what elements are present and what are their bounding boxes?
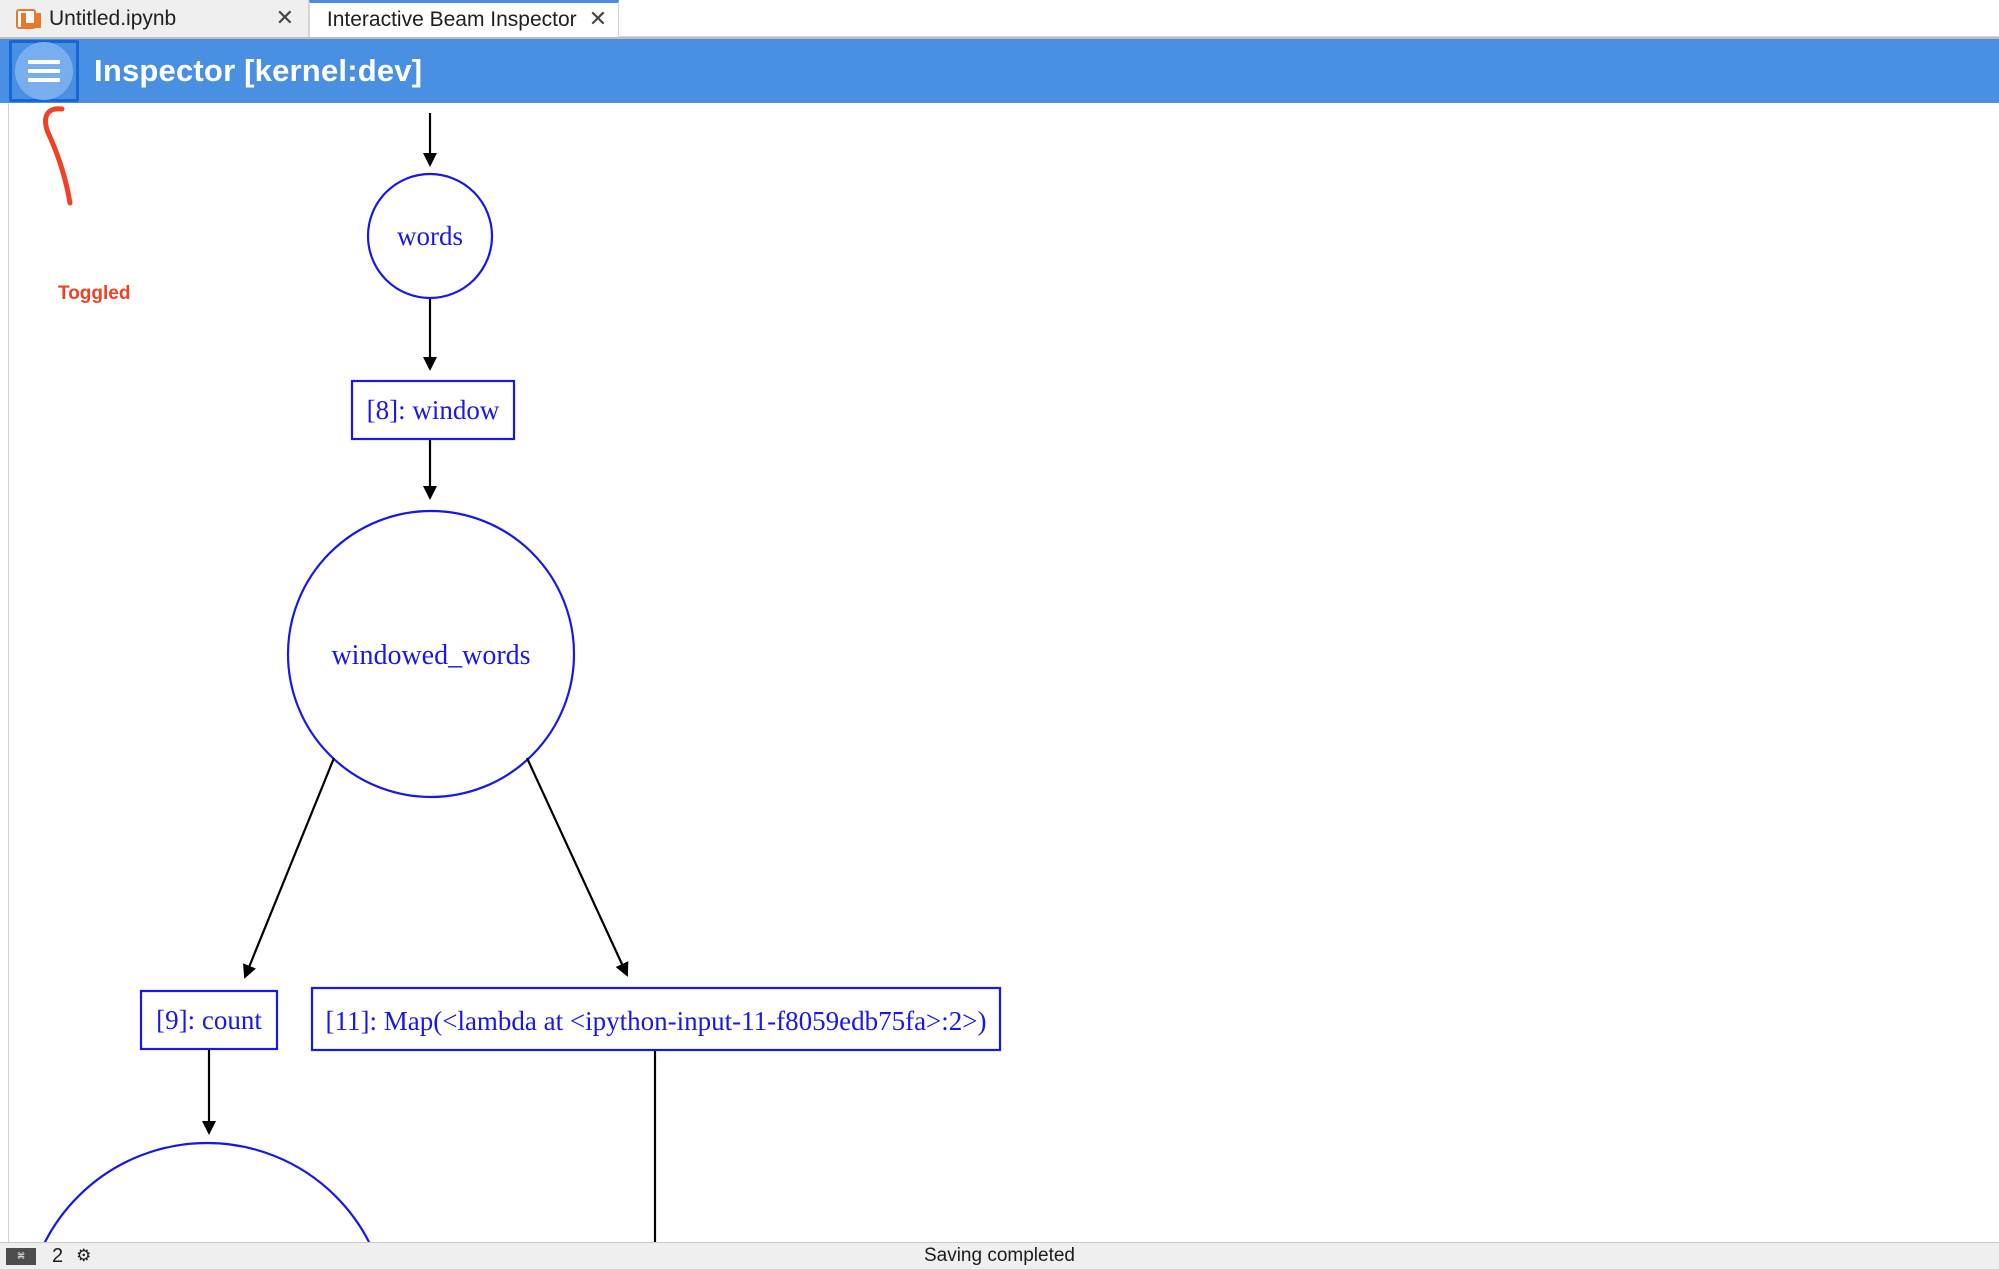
tab-label: Interactive Beam Inspector [326, 8, 577, 31]
hamburger-icon [28, 60, 60, 82]
pipeline-graph: words [8]: window windowed_words [9]: co… [43, 113, 1002, 1242]
node-window-label: [8]: window [367, 395, 500, 425]
notebook-icon [16, 8, 41, 29]
node-map-lambda [310, 986, 1002, 1052]
close-icon[interactable]: ✕ [275, 5, 294, 31]
status-message: Saving completed [923, 1245, 1076, 1266]
kernel-count: 2 [52, 1244, 64, 1267]
tab-untitled-ipynb[interactable]: Untitled.ipynb ✕ [0, 0, 309, 37]
tab-bar: Untitled.ipynb ✕ Interactive Beam Inspec… [0, 0, 1999, 37]
terminal-icon[interactable]: ⌘ [6, 1247, 36, 1265]
close-icon[interactable]: ✕ [588, 7, 608, 32]
node-window [350, 379, 516, 441]
annotation-label: Toggled [58, 283, 131, 304]
edge-windowedwords-count [243, 757, 336, 979]
menu-button[interactable] [9, 40, 79, 102]
node-words [366, 172, 494, 300]
canvas-left-border [8, 103, 9, 1242]
node-windowed-word-counts [43, 1141, 371, 1242]
inspector-header: Inspector [kernel:dev] [0, 37, 1999, 103]
graph-canvas[interactable]: words [8]: window windowed_words [9]: co… [0, 103, 1999, 1242]
node-windowed-words-label: windowed_words [331, 640, 530, 671]
tab-bar-filler [619, 0, 1999, 37]
node-map-lambda-label: [11]: Map(<lambda at <ipython-input-11-f… [326, 1006, 987, 1036]
edge-windowedwords-map [526, 757, 629, 977]
kernel-icon[interactable]: ⚙ [76, 1246, 92, 1266]
tab-interactive-beam-inspector[interactable]: Interactive Beam Inspector ✕ [309, 0, 619, 37]
node-count-label: [9]: count [156, 1005, 262, 1035]
node-count [139, 989, 279, 1051]
tab-label: Untitled.ipynb [49, 6, 177, 30]
status-bar: ⌘ 2 ⚙ Saving completed [0, 1242, 1999, 1269]
page-title: Inspector [kernel:dev] [94, 53, 423, 88]
node-windowed-words [286, 509, 576, 799]
node-words-label: words [397, 221, 463, 251]
